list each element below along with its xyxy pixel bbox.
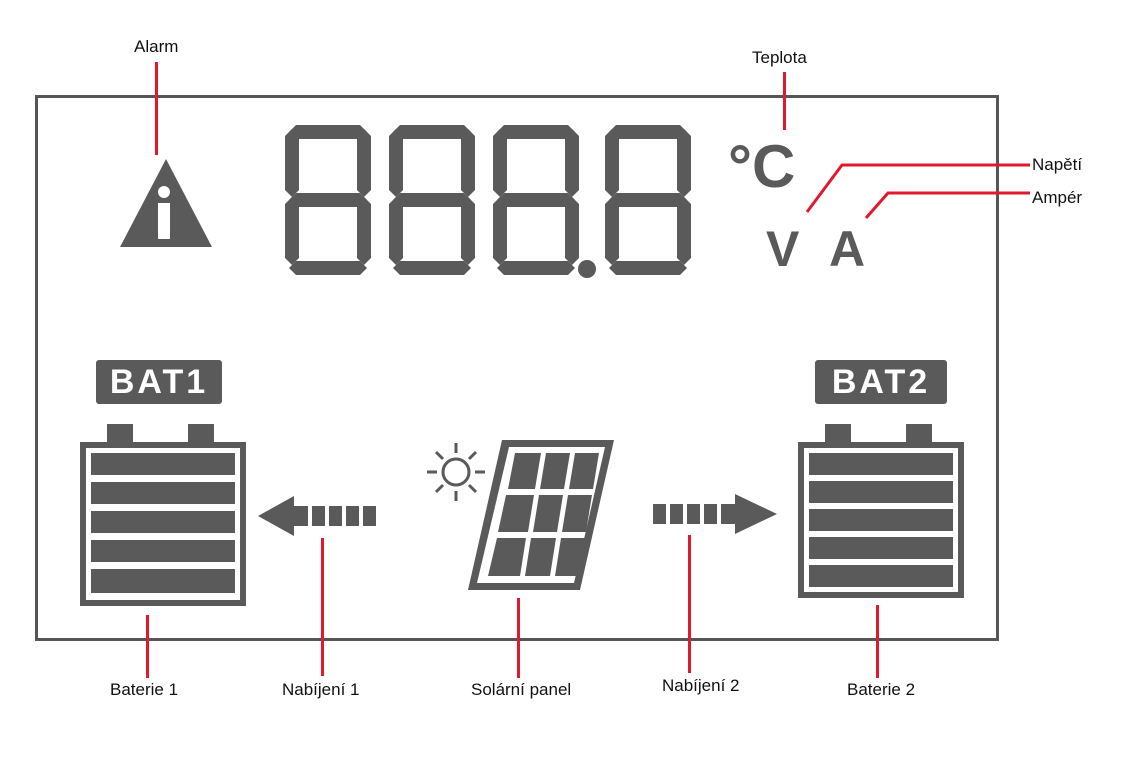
label-ampere: Ampér: [1032, 188, 1083, 207]
leader-charging2: [688, 535, 691, 673]
leader-alarm: [155, 62, 158, 155]
digit-2-segment-e: [493, 197, 507, 265]
digit-1-segment-f: [389, 129, 403, 197]
digit-3-segment-d: [609, 261, 687, 275]
unit-amp: A: [829, 221, 866, 277]
digit-2-segment-d: [497, 261, 575, 275]
leader-charging1: [321, 538, 324, 676]
digit-3-segment-e: [605, 197, 619, 265]
arrow-right-icon: [653, 494, 777, 534]
label-solar-panel: Solární panel: [471, 680, 572, 699]
label-battery1: Baterie 1: [110, 680, 179, 699]
digit-1-segment-g: [393, 193, 471, 207]
label-charging2: Nabíjení 2: [662, 676, 740, 695]
leader-temperature: [783, 72, 786, 130]
leader-battery1: [146, 615, 149, 678]
unit-celsius: °C: [728, 133, 796, 200]
digit-1-segment-c: [461, 197, 475, 265]
decimal-point: [578, 260, 596, 278]
label-charging1: Nabíjení 1: [282, 680, 360, 699]
digit-0-segment-a: [289, 125, 367, 139]
label-voltage: Napětí: [1032, 155, 1083, 174]
label-alarm: Alarm: [134, 37, 179, 56]
digit-2-segment-b: [565, 129, 579, 197]
digit-3-segment-c: [677, 197, 691, 265]
digit-2-segment-f: [493, 129, 507, 197]
unit-volt: V: [766, 221, 800, 277]
digit-3-segment-a: [609, 125, 687, 139]
digit-0-segment-g: [289, 193, 367, 207]
label-temperature: Teplota: [752, 48, 807, 67]
digit-0-segment-d: [289, 261, 367, 275]
digit-1-segment-a: [393, 125, 471, 139]
digit-2-segment-g: [497, 193, 575, 207]
digit-3-segment-b: [677, 129, 691, 197]
sun-icon: [427, 443, 485, 501]
digit-1-segment-b: [461, 129, 475, 197]
digit-1-segment-d: [393, 261, 471, 275]
leader-battery2: [876, 605, 879, 678]
digit-0-segment-c: [357, 197, 371, 265]
seven-segment-display: [285, 125, 691, 278]
bat2-tag: BAT2: [815, 360, 947, 404]
digit-0-segment-e: [285, 197, 299, 265]
solar-panel-icon: [468, 440, 614, 590]
battery2-icon: [798, 424, 964, 598]
digit-2-segment-a: [497, 125, 575, 139]
leader-solar-panel: [517, 598, 520, 678]
digit-0-segment-b: [357, 129, 371, 197]
bat1-tag: BAT1: [96, 360, 222, 404]
digit-3-segment-g: [609, 193, 687, 207]
label-battery2: Baterie 2: [847, 680, 916, 699]
digit-1-segment-e: [389, 197, 403, 265]
alarm-icon: [120, 159, 212, 247]
battery1-icon: [80, 424, 246, 606]
digit-0-segment-f: [285, 129, 299, 197]
digit-3-segment-f: [605, 129, 619, 197]
digit-2-segment-c: [565, 197, 579, 265]
arrow-left-icon: [258, 496, 376, 536]
